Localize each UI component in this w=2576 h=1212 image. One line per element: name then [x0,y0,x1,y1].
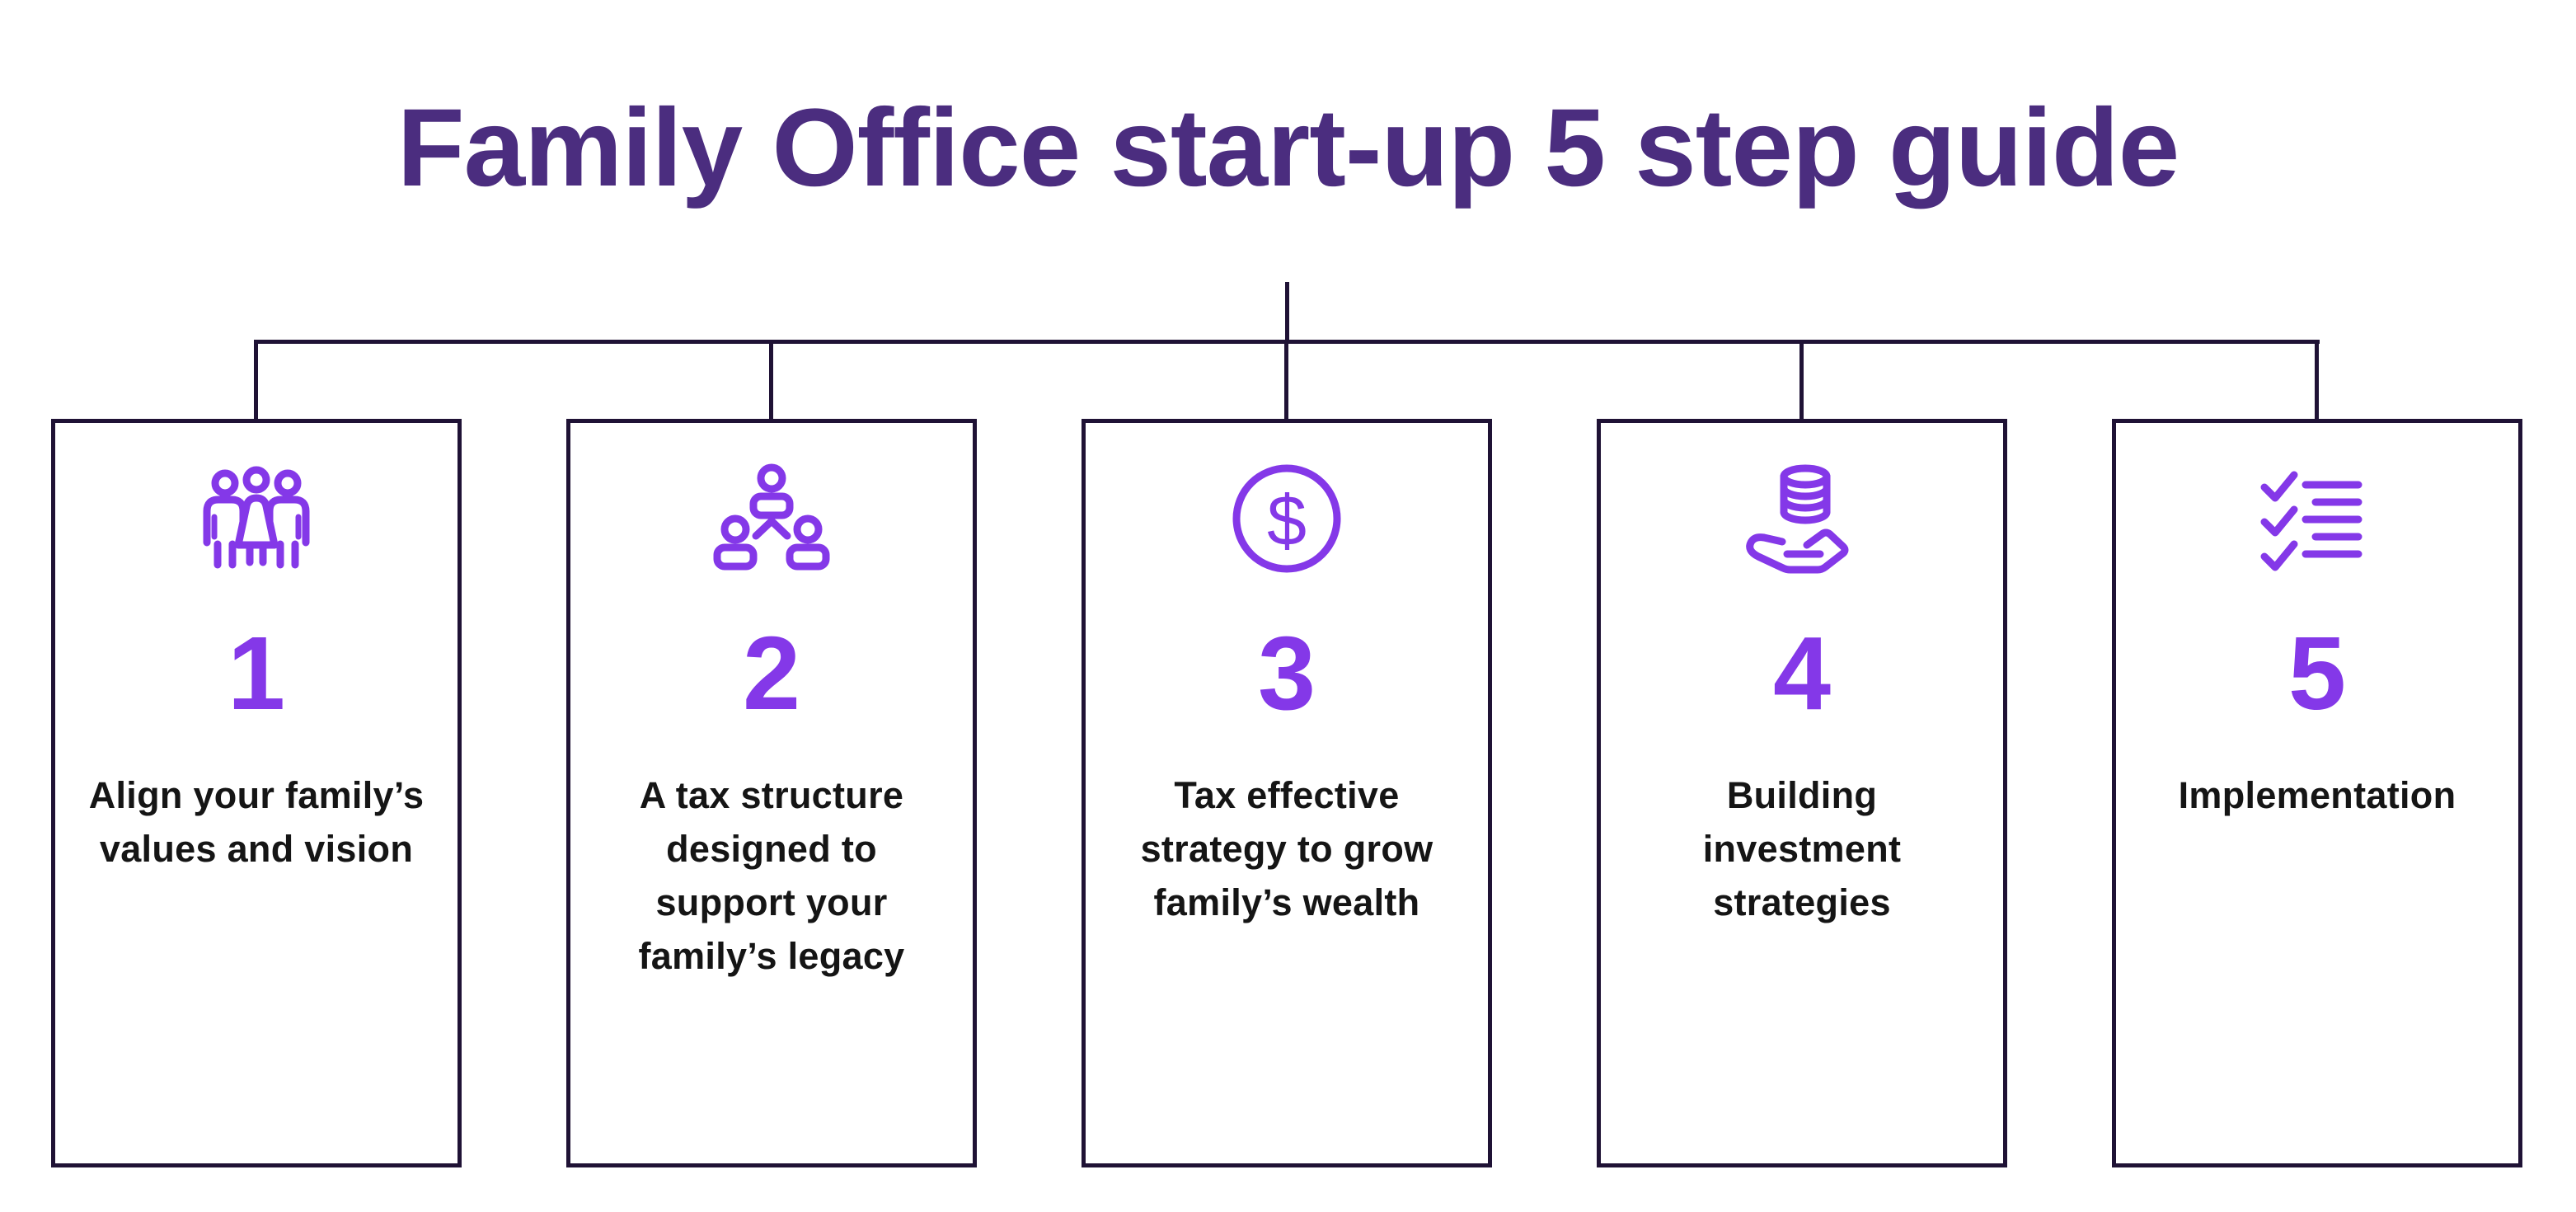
page-title: Family Office start-up 5 step guide [396,87,2180,209]
org-structure-icon [701,463,842,578]
step-card-5: 5 Implementation [2112,419,2522,1167]
step-label: Tax effective strategy to grow family’s … [1140,774,1433,923]
step-card-1: 1 Align your family’s values and vision [51,419,462,1167]
hand-coins-icon [1732,463,1872,578]
connector-stub [1285,282,1289,344]
dollar-circle-icon: $ [1217,463,1357,578]
step-number: 2 [742,615,801,731]
connector-drop-1 [254,340,258,420]
dollar-glyph: $ [1267,482,1307,561]
checklist-icon [2247,463,2387,578]
family-group-icon [186,463,326,578]
step-label: Implementation [2178,774,2456,816]
connector-drop-5 [2315,340,2319,420]
step-number: 1 [227,615,286,731]
step-card-3: $ 3 Tax effective strategy to grow famil… [1082,419,1492,1167]
step-label: Align your family’s values and vision [88,774,425,870]
step-number: 4 [1772,615,1832,731]
step-number: 3 [1257,615,1316,731]
step-label: Building investment strategies [1702,774,1902,923]
connector-drop-2 [769,340,773,420]
step-label: A tax structure designed to support your… [638,774,905,977]
connector-drop-3 [1284,340,1288,420]
step-card-4: 4 Building investment strategies [1597,419,2007,1167]
step-number: 5 [2287,615,2347,731]
step-card-2: 2 A tax structure designed to support yo… [566,419,977,1167]
connector-drop-4 [1799,340,1804,420]
